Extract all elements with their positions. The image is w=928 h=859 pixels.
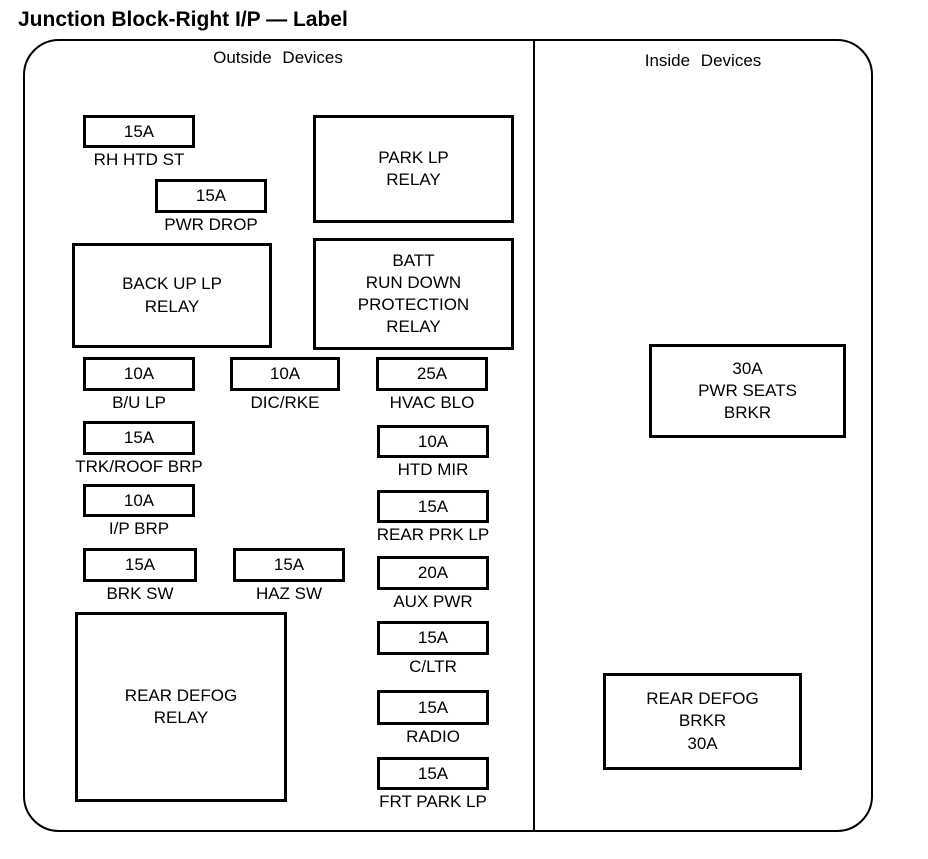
fuse-radio-amp: 15A (417, 697, 449, 717)
fuse-hvac-blo: 25A (376, 357, 488, 391)
fuse-ip-brp-amp: 10A (123, 490, 155, 510)
fuse-aux-pwr-amp: 20A (417, 563, 449, 582)
panel-divider-line (533, 39, 535, 832)
relay-rear-defog-text: REAR DEFOG RELAY (124, 685, 238, 727)
page-title: Junction Block-Right I/P — Label (18, 8, 348, 31)
fuse-haz-sw: 15A (233, 548, 345, 582)
breaker-rear-defog-text: REAR DEFOG BRKR 30A (646, 689, 759, 753)
fuse-htd-mir-amp: 10A (417, 431, 449, 451)
fuse-haz-sw-amp: 15A (273, 555, 305, 574)
fuse-cltr-label: C/LTR (409, 657, 457, 676)
fuse-aux-pwr: 20A (377, 556, 489, 590)
fuse-hvac-blo-amp: 25A (416, 364, 448, 383)
fuse-pwr-drop: 15A (155, 179, 267, 213)
junction-block-outline (23, 39, 873, 832)
fuse-frt-park-lp-label: FRT PARK LP (379, 792, 487, 811)
fuse-haz-sw-label: HAZ SW (255, 584, 323, 603)
fuse-rear-prk-lp: 15A (377, 490, 489, 523)
fuse-dic-rke-label: DIC/RKE (250, 393, 320, 412)
fuse-dic-rke-amp: 10A (269, 364, 301, 383)
fuse-frt-park-lp-amp: 15A (417, 763, 449, 783)
fuse-cltr-amp: 15A (417, 628, 449, 647)
fuse-rh-htd-st: 15A (83, 115, 195, 148)
outside-devices-header: Outside Devices (213, 48, 343, 67)
fuse-pwr-drop-label: PWR DROP (164, 215, 258, 234)
fuse-ip-brp: 10A (83, 484, 195, 517)
fuse-brk-sw: 15A (83, 548, 197, 582)
fuse-hvac-blo-label: HVAC BLO (389, 393, 475, 412)
fuse-htd-mir-label: HTD MIR (397, 460, 469, 479)
fuse-bu-lp-amp: 10A (123, 364, 155, 383)
fuse-radio-label: RADIO (406, 727, 460, 746)
relay-back-up-lp: BACK UP LP RELAY (72, 243, 272, 348)
fuse-brk-sw-amp: 15A (124, 555, 156, 574)
fuse-htd-mir: 10A (377, 425, 489, 458)
fuse-rh-htd-st-amp: 15A (123, 121, 155, 141)
relay-park-lp-text: PARK LP RELAY (378, 147, 449, 189)
fuse-rear-prk-lp-amp: 15A (417, 496, 449, 516)
fuse-trk-roof-brp: 15A (83, 421, 195, 455)
inside-devices-header: Inside Devices (644, 51, 762, 70)
relay-park-lp: PARK LP RELAY (313, 115, 514, 223)
fuse-pwr-drop-amp: 15A (195, 186, 227, 205)
fuse-dic-rke: 10A (230, 357, 340, 391)
fuse-bu-lp: 10A (83, 357, 195, 391)
fuse-cltr: 15A (377, 621, 489, 655)
fuse-rear-prk-lp-label: REAR PRK LP (376, 525, 490, 544)
relay-rear-defog: REAR DEFOG RELAY (75, 612, 287, 802)
fuse-brk-sw-label: BRK SW (106, 584, 174, 603)
relay-back-up-lp-text: BACK UP LP RELAY (122, 274, 222, 316)
relay-batt-run-down-protection-text: BATT RUN DOWN PROTECTION RELAY (357, 250, 470, 337)
fuse-bu-lp-label: B/U LP (112, 393, 166, 412)
fuse-trk-roof-brp-amp: 15A (123, 428, 155, 447)
breaker-pwr-seats-text: 30A PWR SEATS BRKR (698, 358, 797, 423)
breaker-rear-defog: REAR DEFOG BRKR 30A (603, 673, 802, 770)
fuse-aux-pwr-label: AUX PWR (393, 592, 473, 611)
fuse-radio: 15A (377, 690, 489, 725)
fuse-rh-htd-st-label: RH HTD ST (93, 150, 185, 169)
breaker-pwr-seats: 30A PWR SEATS BRKR (649, 344, 846, 438)
fuse-frt-park-lp: 15A (377, 757, 489, 790)
relay-batt-run-down-protection: BATT RUN DOWN PROTECTION RELAY (313, 238, 514, 350)
fuse-trk-roof-brp-label: TRK/ROOF BRP (75, 457, 203, 476)
fuse-ip-brp-label: I/P BRP (108, 519, 170, 538)
